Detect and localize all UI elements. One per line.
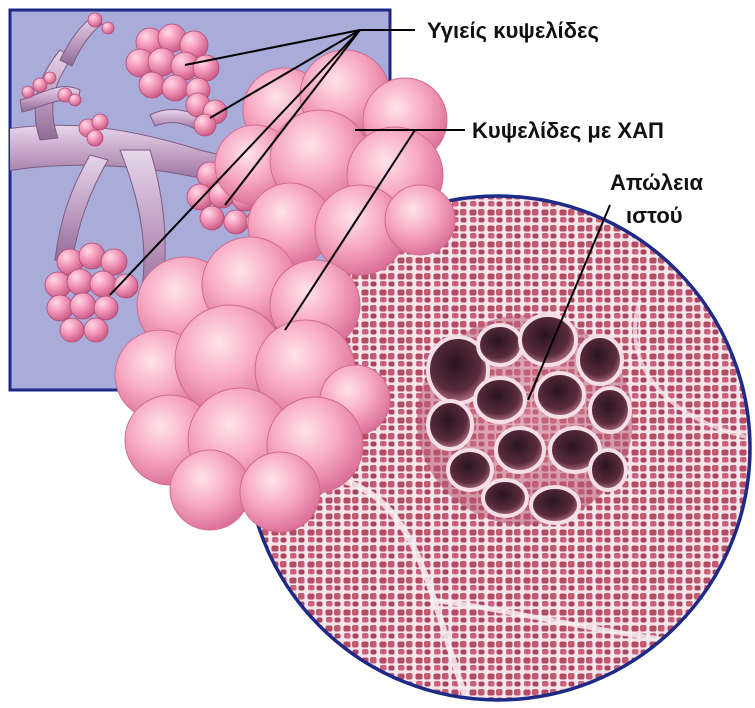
label-healthy-alveoli: Υγιείς κυψελίδες	[427, 18, 599, 44]
label-tissue-loss-line1: Απώλεια	[610, 170, 703, 196]
label-tissue-loss-line2: ιστού	[626, 203, 683, 229]
tissue-loss-lesion	[417, 315, 633, 525]
label-copd-alveoli: Κυψελίδες με ΧΑΠ	[472, 118, 664, 144]
